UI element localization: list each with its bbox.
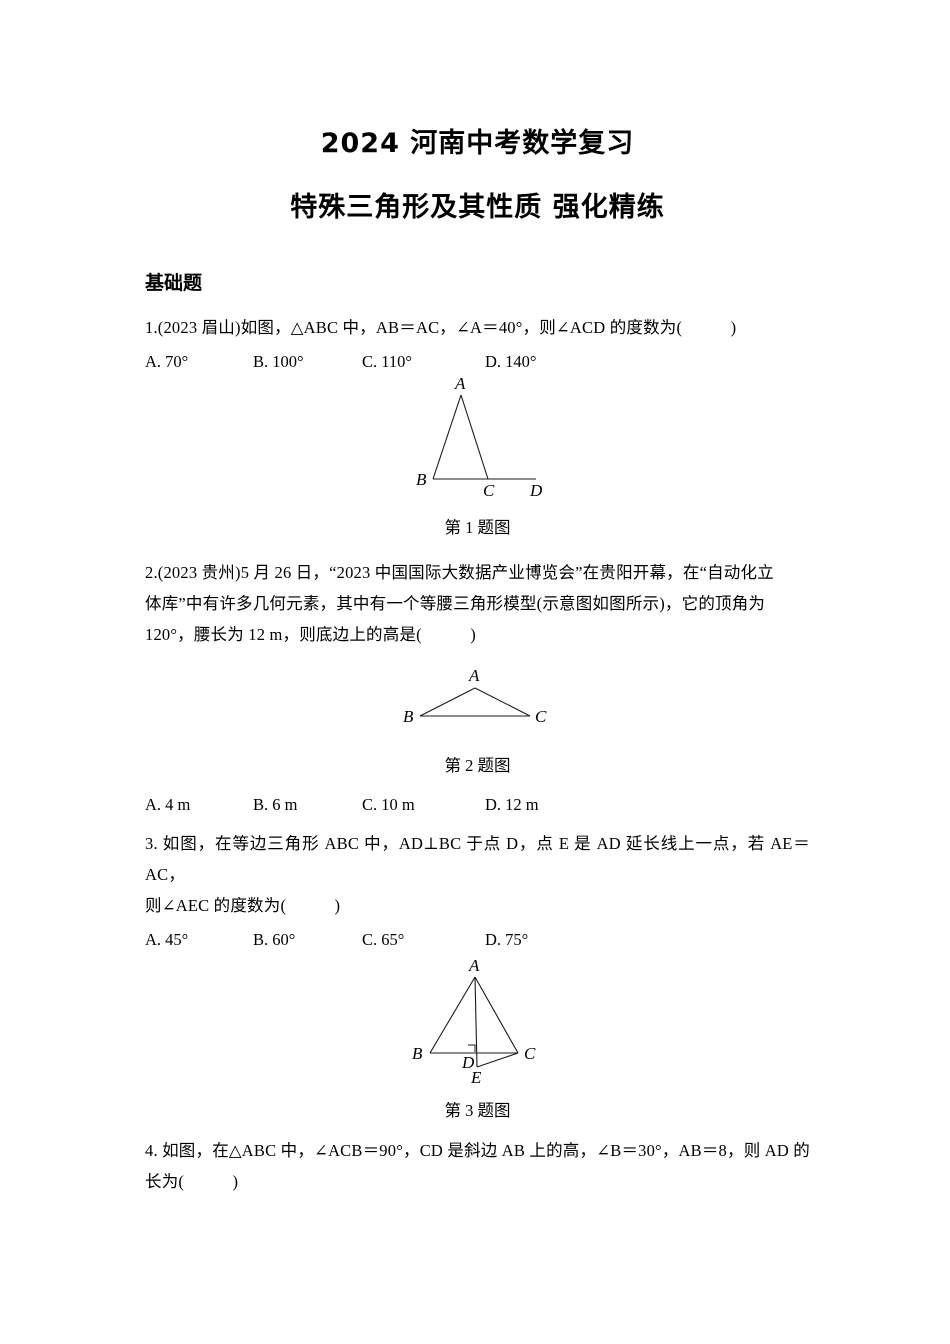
figure-1-label-D: D (529, 481, 543, 500)
question-3-text-line-1: 3. 如图，在等边三角形 ABC 中，AD⊥BC 于点 D，点 E 是 AD 延… (145, 834, 810, 885)
page-subtitle: 特殊三角形及其性质 强化精练 (290, 192, 665, 224)
segment-BA (429, 977, 475, 1054)
question-4-text-line-2: 长为( ) (145, 1166, 810, 1197)
question-4-paren-close: ) (232, 1172, 239, 1192)
question-1-answer-blank[interactable] (682, 318, 730, 337)
question-1-option-d[interactable]: D. 140° (485, 352, 537, 372)
question-4-answer-blank[interactable] (184, 1172, 232, 1191)
segment-AC (474, 977, 518, 1054)
question-2-option-d[interactable]: D. 12 m (485, 795, 539, 815)
figure-2-label-B: B (403, 707, 414, 726)
question-2-text-line-3: 120°，腰长为 12 m，则底边上的高是( ) (145, 619, 810, 650)
question-2-option-c[interactable]: C. 10 m (362, 795, 415, 815)
question-4-stem-tail: 长为( (145, 1172, 185, 1192)
question-2: 2.(2023 贵州)5 月 26 日，“2023 中国国际大数据产业博览会”在… (145, 557, 810, 820)
figure-3-label-B: B (412, 1044, 423, 1063)
question-1-stem: 1.(2023 眉山)如图，△ABC 中，AB＝AC，∠A＝40°，则∠ACD … (145, 318, 683, 338)
question-2-stem-tail: 120°，腰长为 12 m，则底边上的高是( (145, 625, 422, 645)
segment-AC (474, 687, 530, 717)
question-3-paren-close: ) (334, 896, 341, 916)
question-1-options: A. 70° B. 100° C. 110° D. 140° (145, 347, 810, 377)
figure-1-drawing: A B C D (416, 377, 543, 500)
figure-3-label-A: A (468, 956, 480, 975)
question-3-text-line-2: 则∠AEC 的度数为( ) (145, 890, 810, 921)
segment-AE (473, 977, 478, 1068)
question-3: 3. 如图，在等边三角形 ABC 中，AD⊥BC 于点 D，点 E 是 AD 延… (145, 828, 810, 1123)
question-2-options: A. 4 m B. 6 m C. 10 m D. 12 m (145, 790, 810, 820)
question-2-option-b[interactable]: B. 6 m (253, 795, 298, 815)
figure-2-label-C: C (535, 707, 547, 726)
figure-3-label-E: E (470, 1068, 482, 1087)
question-4: 4. 如图，在△ABC 中，∠ACB＝90°，CD 是斜边 AB 上的高，∠B＝… (145, 1135, 810, 1197)
figure-3-label-D: D (461, 1053, 475, 1072)
question-2-option-a[interactable]: A. 4 m (145, 795, 191, 815)
question-3-options: A. 45° B. 60° C. 65° D. 75° (145, 925, 810, 955)
question-2-text-line-2: 体库”中有许多几何元素，其中有一个等腰三角形模型(示意图如图所示)，它的顶角为 (145, 594, 766, 614)
question-1-paren-close: ) (730, 318, 737, 338)
section-heading-basic: 基础题 (145, 271, 203, 294)
right-angle-mark-D (467, 1044, 475, 1053)
question-1-figure: A B C D 第 1 题图 (145, 377, 810, 540)
question-2-paren-close: ) (470, 625, 476, 645)
figure-2-caption: 第 2 题图 (444, 756, 511, 776)
question-3-answer-blank[interactable] (286, 896, 334, 915)
segment-EC (476, 1052, 518, 1068)
figure-1-label-B: B (416, 470, 427, 489)
question-3-option-a[interactable]: A. 45° (145, 930, 189, 950)
segment-BA (431, 395, 462, 480)
question-3-stem-tail: 则∠AEC 的度数为( (145, 896, 287, 916)
figure-3-drawing: A B C D E (412, 956, 536, 1087)
page-content: 2024 河南中考数学复习 特殊三角形及其性质 强化精练 基础题 1.(2023… (145, 0, 810, 1197)
figure-3-label-C: C (524, 1044, 536, 1063)
question-2-figure: A B C 第 2 题图 (145, 650, 810, 778)
question-4-text-line-1: 4. 如图，在△ABC 中，∠ACB＝90°，CD 是斜边 AB 上的高，∠B＝… (145, 1141, 810, 1161)
segment-BA (419, 687, 475, 717)
question-2-answer-blank[interactable] (422, 625, 470, 644)
question-1-option-a[interactable]: A. 70° (145, 352, 189, 372)
question-1: 1.(2023 眉山)如图，△ABC 中，AB＝AC，∠A＝40°，则∠ACD … (145, 312, 810, 540)
question-3-option-d[interactable]: D. 75° (485, 930, 529, 950)
question-1-option-b[interactable]: B. 100° (253, 352, 304, 372)
figure-3-caption: 第 3 题图 (444, 1101, 511, 1121)
question-1-option-c[interactable]: C. 110° (362, 352, 412, 372)
question-1-text: 1.(2023 眉山)如图，△ABC 中，AB＝AC，∠A＝40°，则∠ACD … (145, 312, 810, 343)
figure-1-caption: 第 1 题图 (444, 518, 511, 538)
segment-AC (459, 395, 489, 480)
question-3-option-c[interactable]: C. 65° (362, 930, 405, 950)
question-2-text-line-1: 2.(2023 贵州)5 月 26 日，“2023 中国国际大数据产业博览会”在… (145, 563, 774, 583)
figure-1-label-A: A (454, 377, 466, 393)
question-3-figure: A B C D E 第 3 题图 (145, 955, 810, 1123)
page-title: 2024 河南中考数学复习 (320, 128, 635, 159)
figure-2-label-A: A (468, 666, 480, 685)
question-3-option-b[interactable]: B. 60° (253, 930, 296, 950)
figure-2-drawing: A B C (403, 666, 547, 726)
figure-1-label-C: C (483, 481, 495, 500)
